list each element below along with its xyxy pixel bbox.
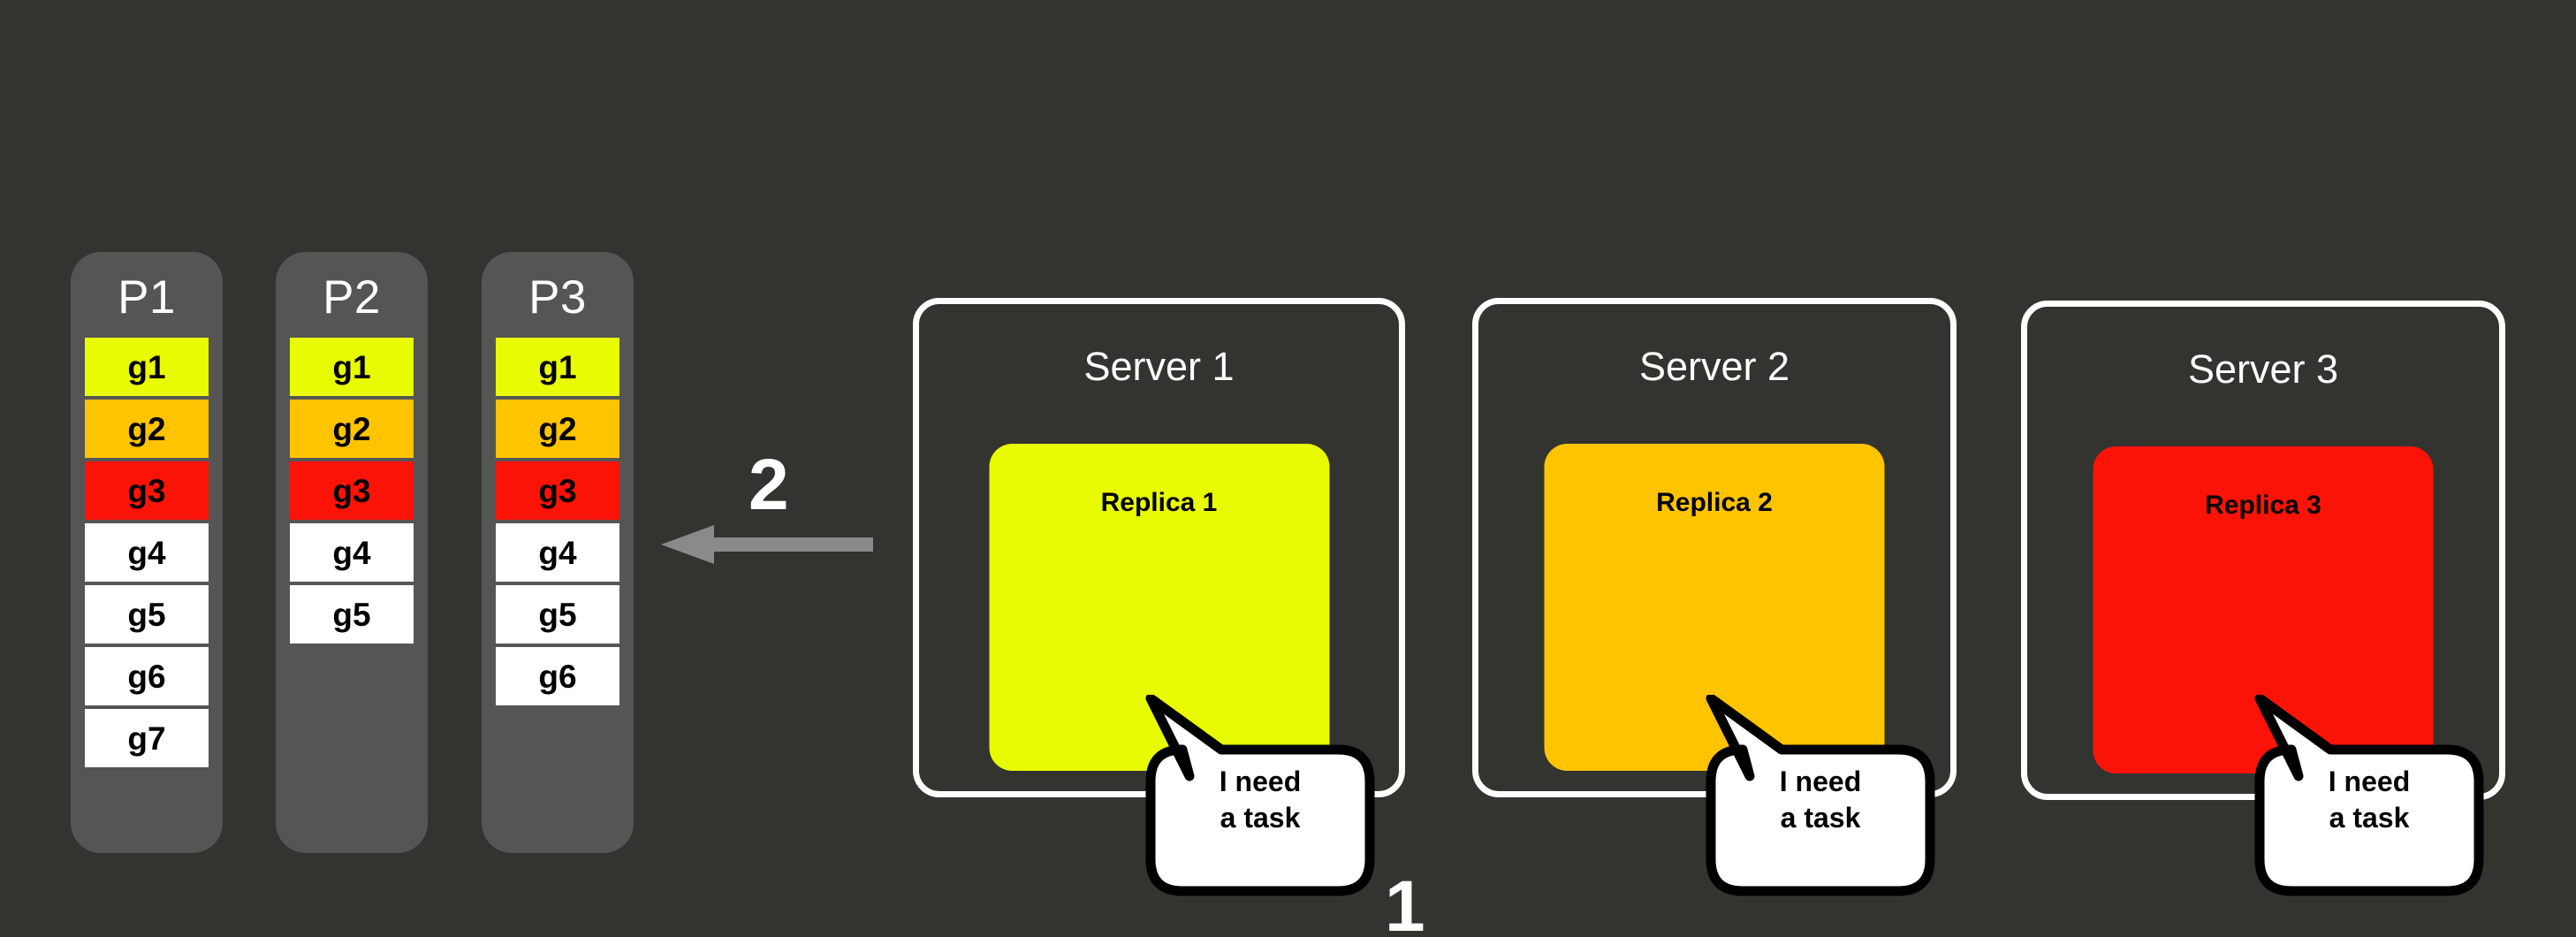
- replica-box-2: Replica 2: [1544, 444, 1885, 771]
- partition-title: P3: [528, 271, 587, 324]
- task-block: g4: [496, 523, 619, 582]
- server-title: Server 3: [2187, 347, 2339, 392]
- task-list: g1 g2 g3 g4 g5 g6: [482, 338, 634, 705]
- replica-label: Replica 3: [2205, 491, 2321, 520]
- server-box-2: Server 2 Replica 2: [1472, 298, 1957, 797]
- task-block: g6: [496, 647, 619, 705]
- server-box-1: Server 1 Replica 1: [913, 298, 1405, 797]
- arrow-left-icon: [661, 525, 873, 564]
- speech-bubble-text: I need a task: [1219, 766, 1302, 834]
- speech-bubble-shape: [1706, 695, 1935, 896]
- replica-label: Replica 1: [1100, 488, 1218, 517]
- task-list: g1 g2 g3 g4 g5: [276, 338, 428, 644]
- step-2-label: 2: [748, 445, 789, 525]
- replica-label: Replica 2: [1656, 488, 1773, 517]
- task-list: g1 g2 g3 g4 g5 g6 g7: [71, 338, 223, 767]
- task-block: g5: [496, 585, 619, 644]
- task-block: g6: [85, 647, 209, 705]
- partition-column-p1: P1 g1 g2 g3 g4 g5 g6 g7: [71, 252, 223, 853]
- task-block: g1: [290, 338, 414, 396]
- partition-column-p2: P2 g1 g2 g3 g4 g5: [276, 252, 428, 853]
- partition-title: P2: [323, 271, 381, 324]
- task-block: g4: [290, 523, 414, 582]
- task-block: g2: [85, 400, 209, 458]
- task-block: g3: [496, 461, 619, 520]
- speech-bubble-2: I need a task: [1697, 695, 1944, 898]
- partition-column-p3: P3 g1 g2 g3 g4 g5 g6: [482, 252, 634, 853]
- task-block: g5: [290, 585, 414, 644]
- task-block: g7: [85, 709, 209, 767]
- task-block: g3: [85, 461, 209, 520]
- speech-bubble-1: I need a task: [1136, 695, 1384, 898]
- task-block: g2: [290, 400, 414, 458]
- task-block: g3: [290, 461, 414, 520]
- speech-bubble-text: I need a task: [2328, 766, 2411, 834]
- speech-bubble-text: I need a task: [1779, 766, 1862, 834]
- task-block: g1: [496, 338, 619, 396]
- partition-title: P1: [118, 271, 176, 324]
- task-block: g1: [85, 338, 209, 396]
- task-block: g5: [85, 585, 209, 644]
- server-title: Server 1: [1083, 344, 1235, 389]
- task-block: g2: [496, 400, 619, 458]
- speech-bubble-3: I need a task: [2245, 695, 2493, 898]
- step-1-label: 1: [1385, 866, 1425, 937]
- speech-bubble-shape: [1145, 695, 1375, 896]
- replica-box-3: Replica 3: [2093, 446, 2434, 773]
- speech-bubble-shape: [2254, 695, 2484, 896]
- task-block: g4: [85, 523, 209, 582]
- server-title: Server 2: [1638, 344, 1790, 389]
